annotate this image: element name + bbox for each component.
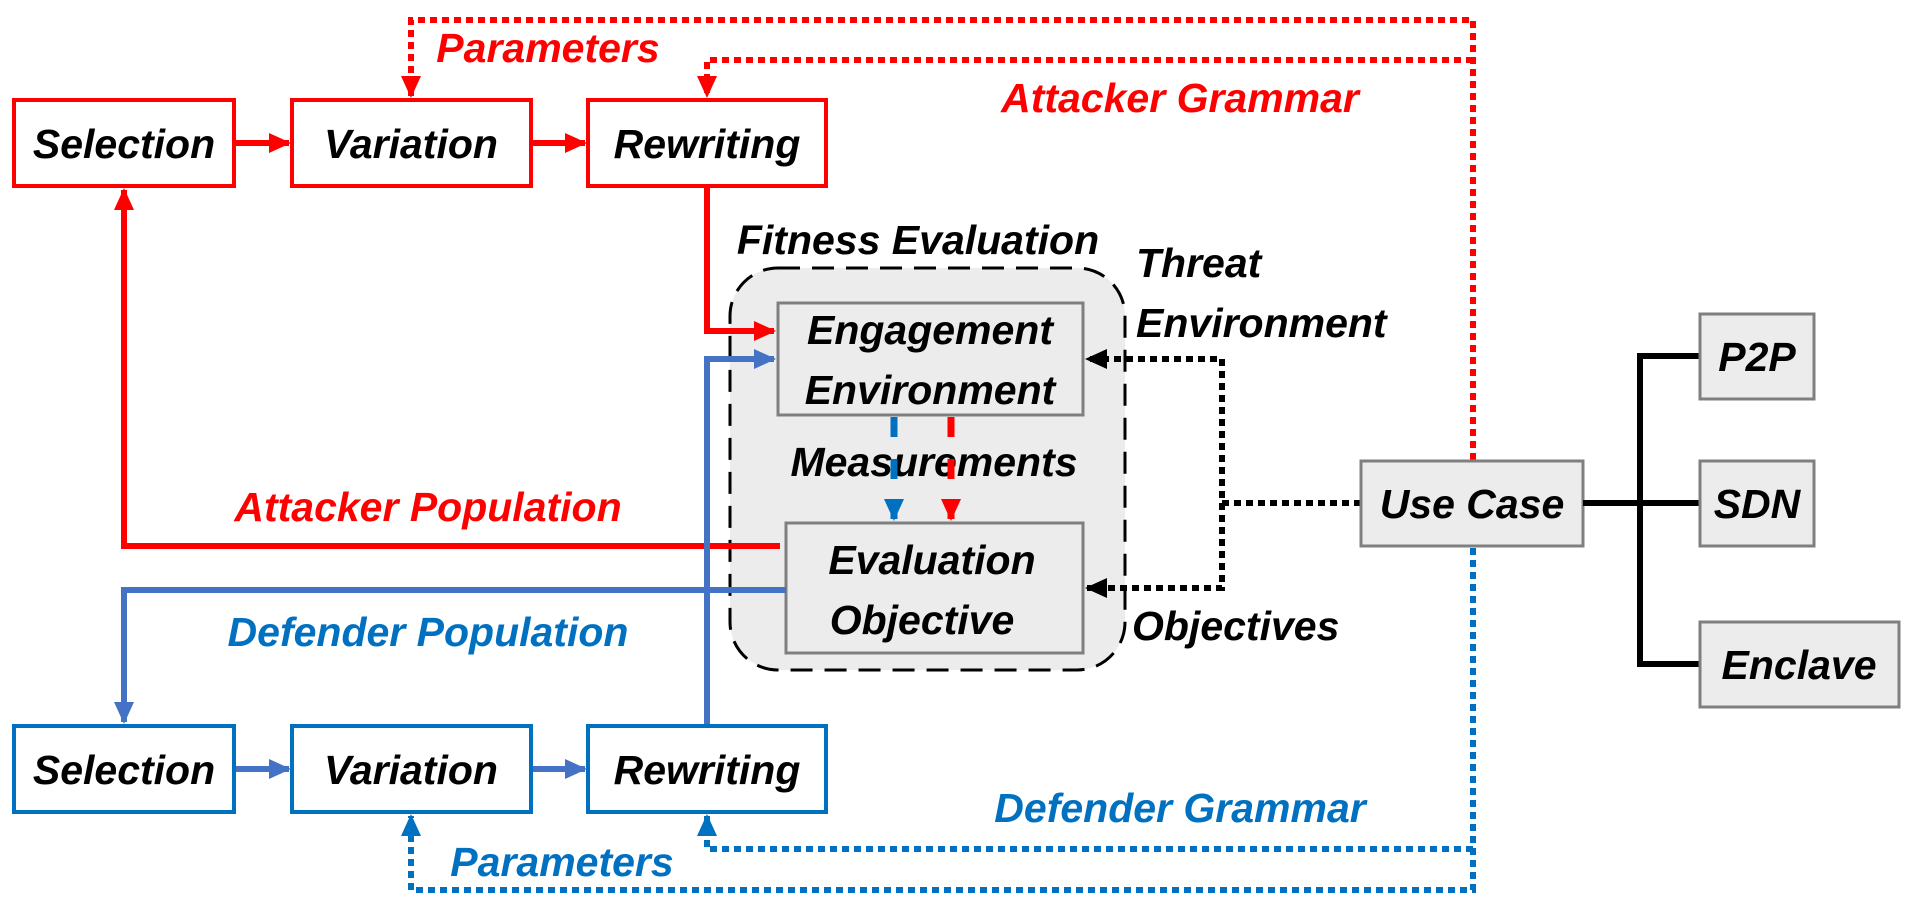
attacker-rewriting-label: Rewriting	[614, 121, 801, 167]
attacker-selection-box	[12, 98, 236, 188]
use-case-option-p2p: P2P	[1718, 334, 1796, 380]
attacker-population-label: Attacker Population	[233, 484, 621, 530]
use-case-option-sdn: SDN	[1714, 481, 1802, 527]
defender-selection-label: Selection	[33, 747, 215, 793]
attacker-rewriting-to-engagement-arrow	[704, 188, 776, 341]
use-case-option-p2p-box	[1698, 312, 1816, 401]
defender-parameters-label: Parameters	[450, 839, 673, 885]
attacker-grammar-label: Attacker Grammar	[1000, 75, 1361, 121]
evaluation-label-line2: Objective	[830, 597, 1015, 643]
defender-parameters-arrow	[401, 548, 1476, 893]
attacker-population-arrow	[114, 188, 780, 549]
attacker-parameters-label: Parameters	[436, 25, 659, 71]
use-case-branch-line	[1637, 353, 1700, 667]
evaluation-label-line1: Evaluation	[828, 537, 1035, 583]
defender-variation-label: Variation	[324, 747, 498, 793]
defender-grammar-label: Defender Grammar	[994, 785, 1367, 831]
attacker-parameters-arrow	[401, 17, 1476, 460]
defender-rewriting-to-engagement-arrow	[704, 349, 776, 724]
engagement-environment-box	[776, 301, 1085, 417]
threat-label-line1: Threat	[1136, 240, 1264, 286]
defender-population-arrow	[114, 587, 786, 724]
use-case-label: Use Case	[1380, 481, 1565, 527]
defender-selection-box	[12, 724, 236, 814]
fitness-evaluation-title: Fitness Evaluation	[737, 217, 1099, 263]
attacker-rewriting-box	[586, 98, 828, 188]
defender-variation-box	[290, 724, 533, 814]
defender-grammar-arrow	[697, 814, 1473, 852]
attacker-grammar-arrow	[697, 57, 1473, 98]
use-case-option-sdn-box	[1698, 459, 1816, 548]
objectives-label: Objectives	[1132, 603, 1339, 649]
attacker-variation-label: Variation	[324, 121, 498, 167]
attacker-selection-label: Selection	[33, 121, 215, 167]
defender-rewriting-label: Rewriting	[614, 747, 801, 793]
engagement-label-line1: Engagement	[807, 307, 1055, 353]
defender-rewriting-box	[586, 724, 828, 814]
objectives-arrow	[1085, 503, 1225, 598]
defender-population-label: Defender Population	[228, 609, 629, 655]
use-case-option-enclave: Enclave	[1722, 642, 1877, 688]
use-case-option-enclave-box	[1698, 620, 1901, 709]
use-case-box	[1359, 459, 1585, 548]
threat-environment-arrow	[1085, 349, 1361, 506]
engagement-label-line2: Environment	[805, 367, 1058, 413]
threat-label-line2: Environment	[1136, 300, 1389, 346]
measurements-label: Measurements	[790, 439, 1077, 485]
attacker-variation-box	[290, 98, 533, 188]
